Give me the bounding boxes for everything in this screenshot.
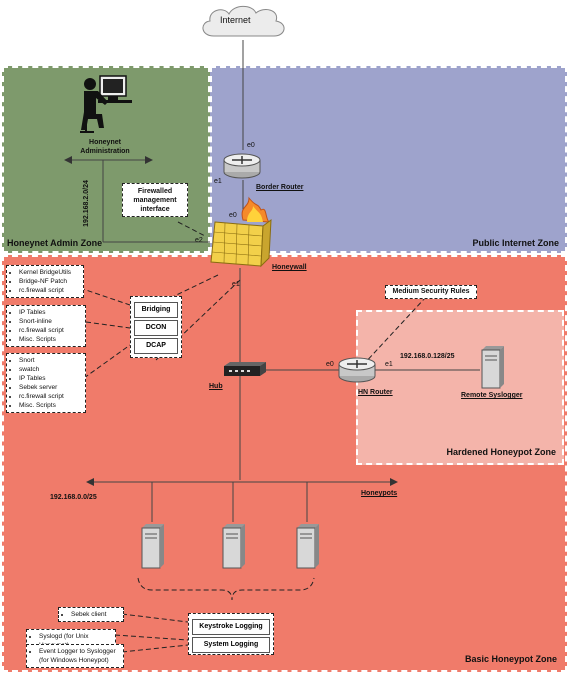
syslog-box-windows: Event Logger to Syslogger (for Windows H… (26, 644, 124, 668)
list-item: Snort-inline (19, 317, 82, 326)
hn-router-e0-label: e0 (326, 361, 334, 368)
bridging-module: Bridging (134, 302, 178, 318)
honeypots-label: Honeypots (361, 490, 398, 497)
internet-cloud-icon (202, 5, 285, 37)
admin-zone-label: Honeynet Admin Zone (7, 238, 103, 248)
list-item: Sebek server (19, 383, 82, 392)
hn-router-e1-label: e1 (385, 361, 393, 368)
keystroke-logging-module: Keystroke Logging (192, 619, 270, 635)
list-item: rc.firewall script (19, 392, 82, 401)
dcon-features-box: IP Tables Snort-inline rc.firewall scrip… (6, 305, 86, 347)
public-zone-label: Public Internet Zone (472, 238, 559, 248)
list-item: rc.firewall script (19, 326, 82, 335)
list-item: rc.firewall script (19, 286, 80, 295)
dcon-module: DCON (134, 320, 178, 336)
hardened-zone: Hardened Honeypot Zone (356, 310, 564, 465)
server-icon (296, 524, 319, 569)
list-item: swatch (19, 365, 82, 374)
list-item: Misc. Scripts (19, 401, 82, 410)
basic-zone-label: Basic Honeypot Zone (464, 654, 557, 664)
border-router-label: Border Router (256, 184, 304, 191)
honeywall-modules-box: Bridging DCON DCAP (130, 296, 182, 358)
dcap-module: DCAP (134, 338, 178, 354)
honeywall-label: Honeywall (272, 264, 307, 271)
admin-subnet-label: 192.168.2.0/24 (82, 180, 90, 227)
sebek-client-box: Sebek client (58, 607, 124, 622)
management-interface-label: Firewalled management interface (133, 188, 177, 213)
hub-icon (224, 362, 266, 376)
management-interface-box: Firewalled management interface (122, 183, 188, 217)
list-item: Kernel BridgeUtils (19, 268, 80, 277)
bridging-features-box: Kernel BridgeUtils Bridge-NF Patch rc.fi… (6, 265, 84, 298)
hn-router-subnet-label: 192.168.0.128/25 (400, 353, 455, 360)
list-item: Misc. Scripts (19, 335, 82, 344)
system-logging-module: System Logging (192, 637, 270, 653)
router-icon (338, 357, 376, 383)
list-item: Event Logger to Syslogger (for Windows H… (39, 647, 120, 665)
server-icon (141, 524, 164, 569)
list-item: IP Tables (19, 374, 82, 383)
honeywall-e1-label: e1 (232, 281, 240, 288)
list-item: Bridge-NF Patch (19, 277, 80, 286)
honeypots-subnet-label: 192.168.0.0/25 (50, 494, 97, 501)
honeywall-e2-label: e2 (195, 237, 203, 244)
honeywall-e0-label: e0 (229, 212, 237, 219)
list-item: Snort (19, 356, 82, 365)
border-router-e0-label: e0 (247, 142, 255, 149)
border-router-e1-label: e1 (214, 178, 222, 185)
firewall-icon (210, 196, 272, 268)
list-item: IP Tables (19, 308, 82, 317)
dcap-features-box: Snort swatch IP Tables Sebek server rc.f… (6, 353, 86, 413)
internet-label: Internet (220, 15, 251, 25)
remote-syslogger-label: Remote Syslogger (461, 392, 523, 399)
hardened-zone-label: Hardened Honeypot Zone (446, 447, 556, 457)
admin-title: Honeynet Administration (80, 139, 130, 155)
list-item: Sebek client (71, 610, 120, 619)
server-icon (481, 346, 504, 389)
logging-modules-box: Keystroke Logging System Logging (188, 613, 274, 655)
hn-router-label: HN Router (358, 389, 393, 396)
router-icon (223, 153, 261, 179)
medium-security-rules-box: Medium Security Rules (385, 285, 477, 299)
administrator-workstation-icon (80, 75, 132, 133)
server-icon (222, 524, 245, 569)
hub-label: Hub (209, 383, 223, 390)
medium-security-rules-label: Medium Security Rules (392, 288, 470, 295)
